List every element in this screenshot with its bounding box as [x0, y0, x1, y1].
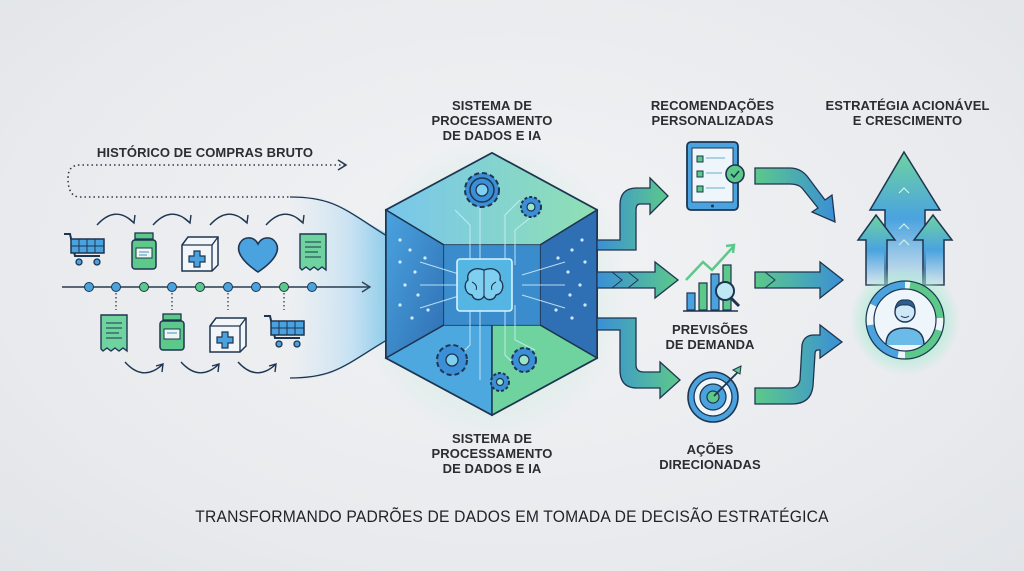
- growth-arrows-icon: [856, 150, 954, 286]
- timeline-nodes: [84, 282, 317, 292]
- cart-icon: [264, 315, 305, 348]
- gear-icon: [511, 347, 537, 373]
- arrow-to-recommendations: [596, 176, 669, 251]
- top-sequence-arrows: [96, 213, 305, 226]
- timeline-node: [251, 282, 261, 292]
- arrow-to-actions: [596, 317, 681, 400]
- diagram-caption: TRANSFORMANDO PADRÕES DE DADOS EM TOMADA…: [195, 507, 829, 526]
- label-system-bottom: SISTEMA DE PROCESSAMENTO DE DADOS E IA: [431, 431, 553, 476]
- timeline-node: [279, 282, 289, 292]
- medicine-bottle-icon: [159, 313, 185, 351]
- label-system-top: SISTEMA DE PROCESSAMENTO DE DADOS E IA: [431, 98, 553, 143]
- arrow-recommendations-to-strategy: [754, 167, 836, 224]
- timeline-node: [307, 282, 317, 292]
- arrow-actions-to-strategy: [754, 323, 844, 405]
- dotted-arrow-head: [337, 159, 348, 171]
- brain-chip-icon: [456, 258, 513, 312]
- timeline-node: [223, 282, 233, 292]
- label-targeted-actions: AÇÕES DIRECIONADAS: [659, 442, 761, 472]
- gear-icon: [436, 344, 468, 376]
- heart-icon: [237, 237, 279, 273]
- medical-box-icon: [181, 236, 219, 272]
- medicine-bottle-icon: [131, 232, 157, 270]
- label-strategy-growth: ESTRATÉGIA ACIONÁVEL E CRESCIMENTO: [825, 98, 990, 128]
- label-raw-purchase-history: HISTÓRICO DE COMPRAS BRUTO: [96, 145, 314, 160]
- target-icon: [687, 365, 742, 423]
- timeline-node: [111, 282, 121, 292]
- gear-icon: [464, 172, 500, 208]
- medical-box-icon: [209, 317, 247, 353]
- person-icon: [885, 299, 925, 346]
- timeline-node: [84, 282, 94, 292]
- dotted-history-arrow: [67, 164, 345, 198]
- timeline-node: [167, 282, 177, 292]
- tablet-checklist-icon: [686, 141, 745, 211]
- timeline-node: [195, 282, 205, 292]
- receipt-icon: [100, 314, 128, 353]
- bottom-sequence-arrows: [124, 361, 277, 374]
- timeline-connectors: [115, 293, 285, 310]
- magnifier-icon: [715, 281, 735, 301]
- timeline-node: [139, 282, 149, 292]
- gear-icon: [520, 196, 542, 218]
- forecast-chart-icon: [683, 243, 741, 312]
- label-recommendations: RECOMENDAÇÕES PERSONALIZADAS: [650, 98, 775, 128]
- gear-icon: [490, 372, 510, 392]
- arrow-to-forecasts: [596, 260, 680, 300]
- arrow-forecasts-to-strategy: [754, 260, 845, 300]
- receipt-icon: [299, 233, 327, 272]
- cart-icon: [64, 233, 105, 266]
- ai-processing-hexagon: [384, 151, 599, 417]
- label-forecasts: PREVISÕES DE DEMANDA: [665, 322, 755, 352]
